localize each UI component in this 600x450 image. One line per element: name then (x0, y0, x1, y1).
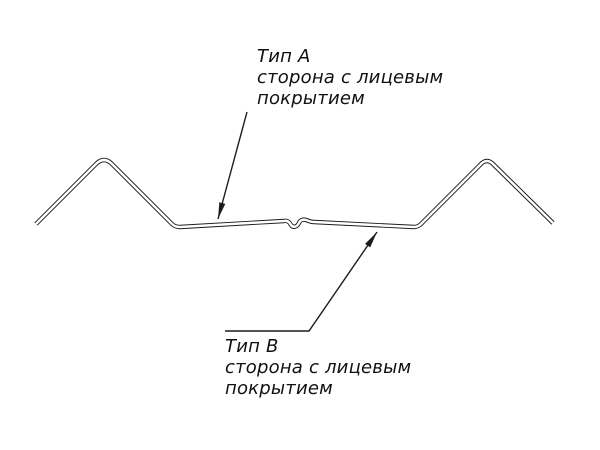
label-type-b-title: Тип В (225, 336, 279, 357)
label-type-a-line1: сторона с лицевым (257, 67, 444, 88)
leader-line-type-a (217, 111, 248, 220)
label-type-b: Тип В сторона с лицевым покрытием (225, 336, 411, 399)
profile-outline-core (35, 158, 554, 229)
leader-line-type-b (225, 231, 378, 332)
sheet-profile (34, 157, 555, 230)
label-type-a: Тип А сторона с лицевым покрытием (257, 46, 443, 109)
label-type-b-line2: покрытием (225, 378, 333, 399)
label-type-a-title: Тип А (257, 46, 311, 67)
label-type-b-line1: сторона с лицевым (225, 357, 412, 378)
label-type-a-line2: покрытием (257, 88, 365, 109)
